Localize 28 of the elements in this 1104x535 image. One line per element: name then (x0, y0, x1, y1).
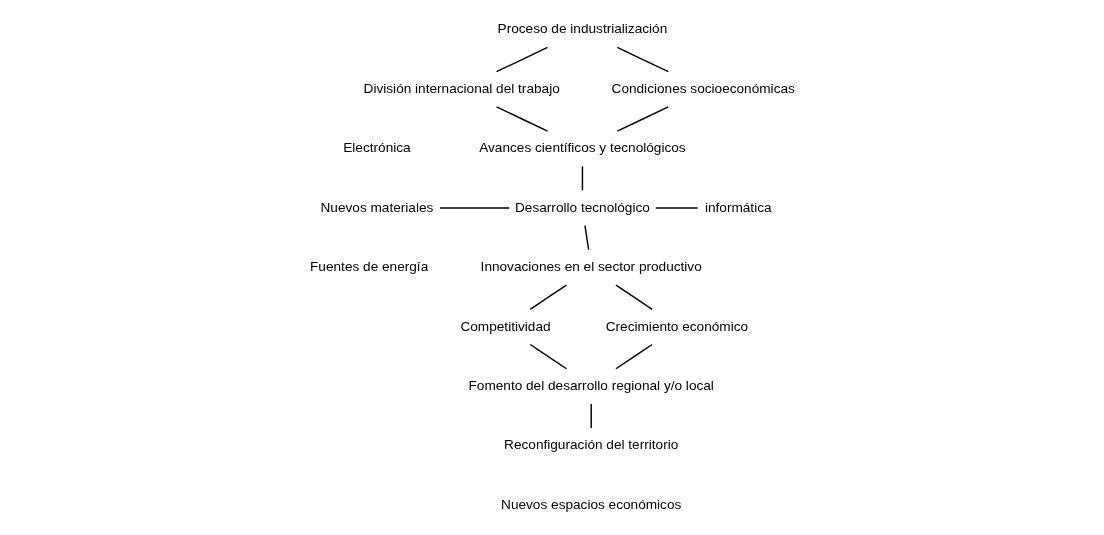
connector (616, 46, 670, 73)
connector (584, 224, 590, 251)
connector (616, 106, 669, 132)
node-text: Nuevos materiales (320, 199, 434, 215)
node-text: Fomento del desarrollo regional y/o local (468, 377, 714, 393)
node-text: informática (704, 199, 772, 215)
label: Electrónica (343, 140, 411, 156)
node-text: Avances científicos y tecnológicos (479, 140, 686, 156)
label: Fuentes de energía (310, 259, 429, 275)
connector (615, 284, 653, 311)
connector (495, 46, 549, 73)
node-text: Condiciones socioeconómicas (611, 80, 795, 96)
node-text: Reconfiguración del territorio (504, 437, 679, 453)
connector (655, 207, 699, 209)
connector (529, 343, 568, 370)
node-text: Competitividad (460, 318, 551, 334)
connector (529, 284, 568, 311)
connector (581, 165, 584, 192)
node-text: Innovaciones en el sector productivo (480, 259, 702, 275)
node-text: División internacional del trabajo (363, 80, 560, 96)
connector (439, 207, 510, 209)
node-text: Desarrollo tecnológico (515, 199, 650, 215)
node-text: Proceso de industrialización (497, 21, 668, 37)
label: Nuevos espacios económicos (501, 496, 682, 512)
connector (615, 343, 653, 370)
connector (495, 106, 549, 132)
connector (590, 403, 592, 429)
node-text: Crecimiento económico (605, 318, 749, 334)
